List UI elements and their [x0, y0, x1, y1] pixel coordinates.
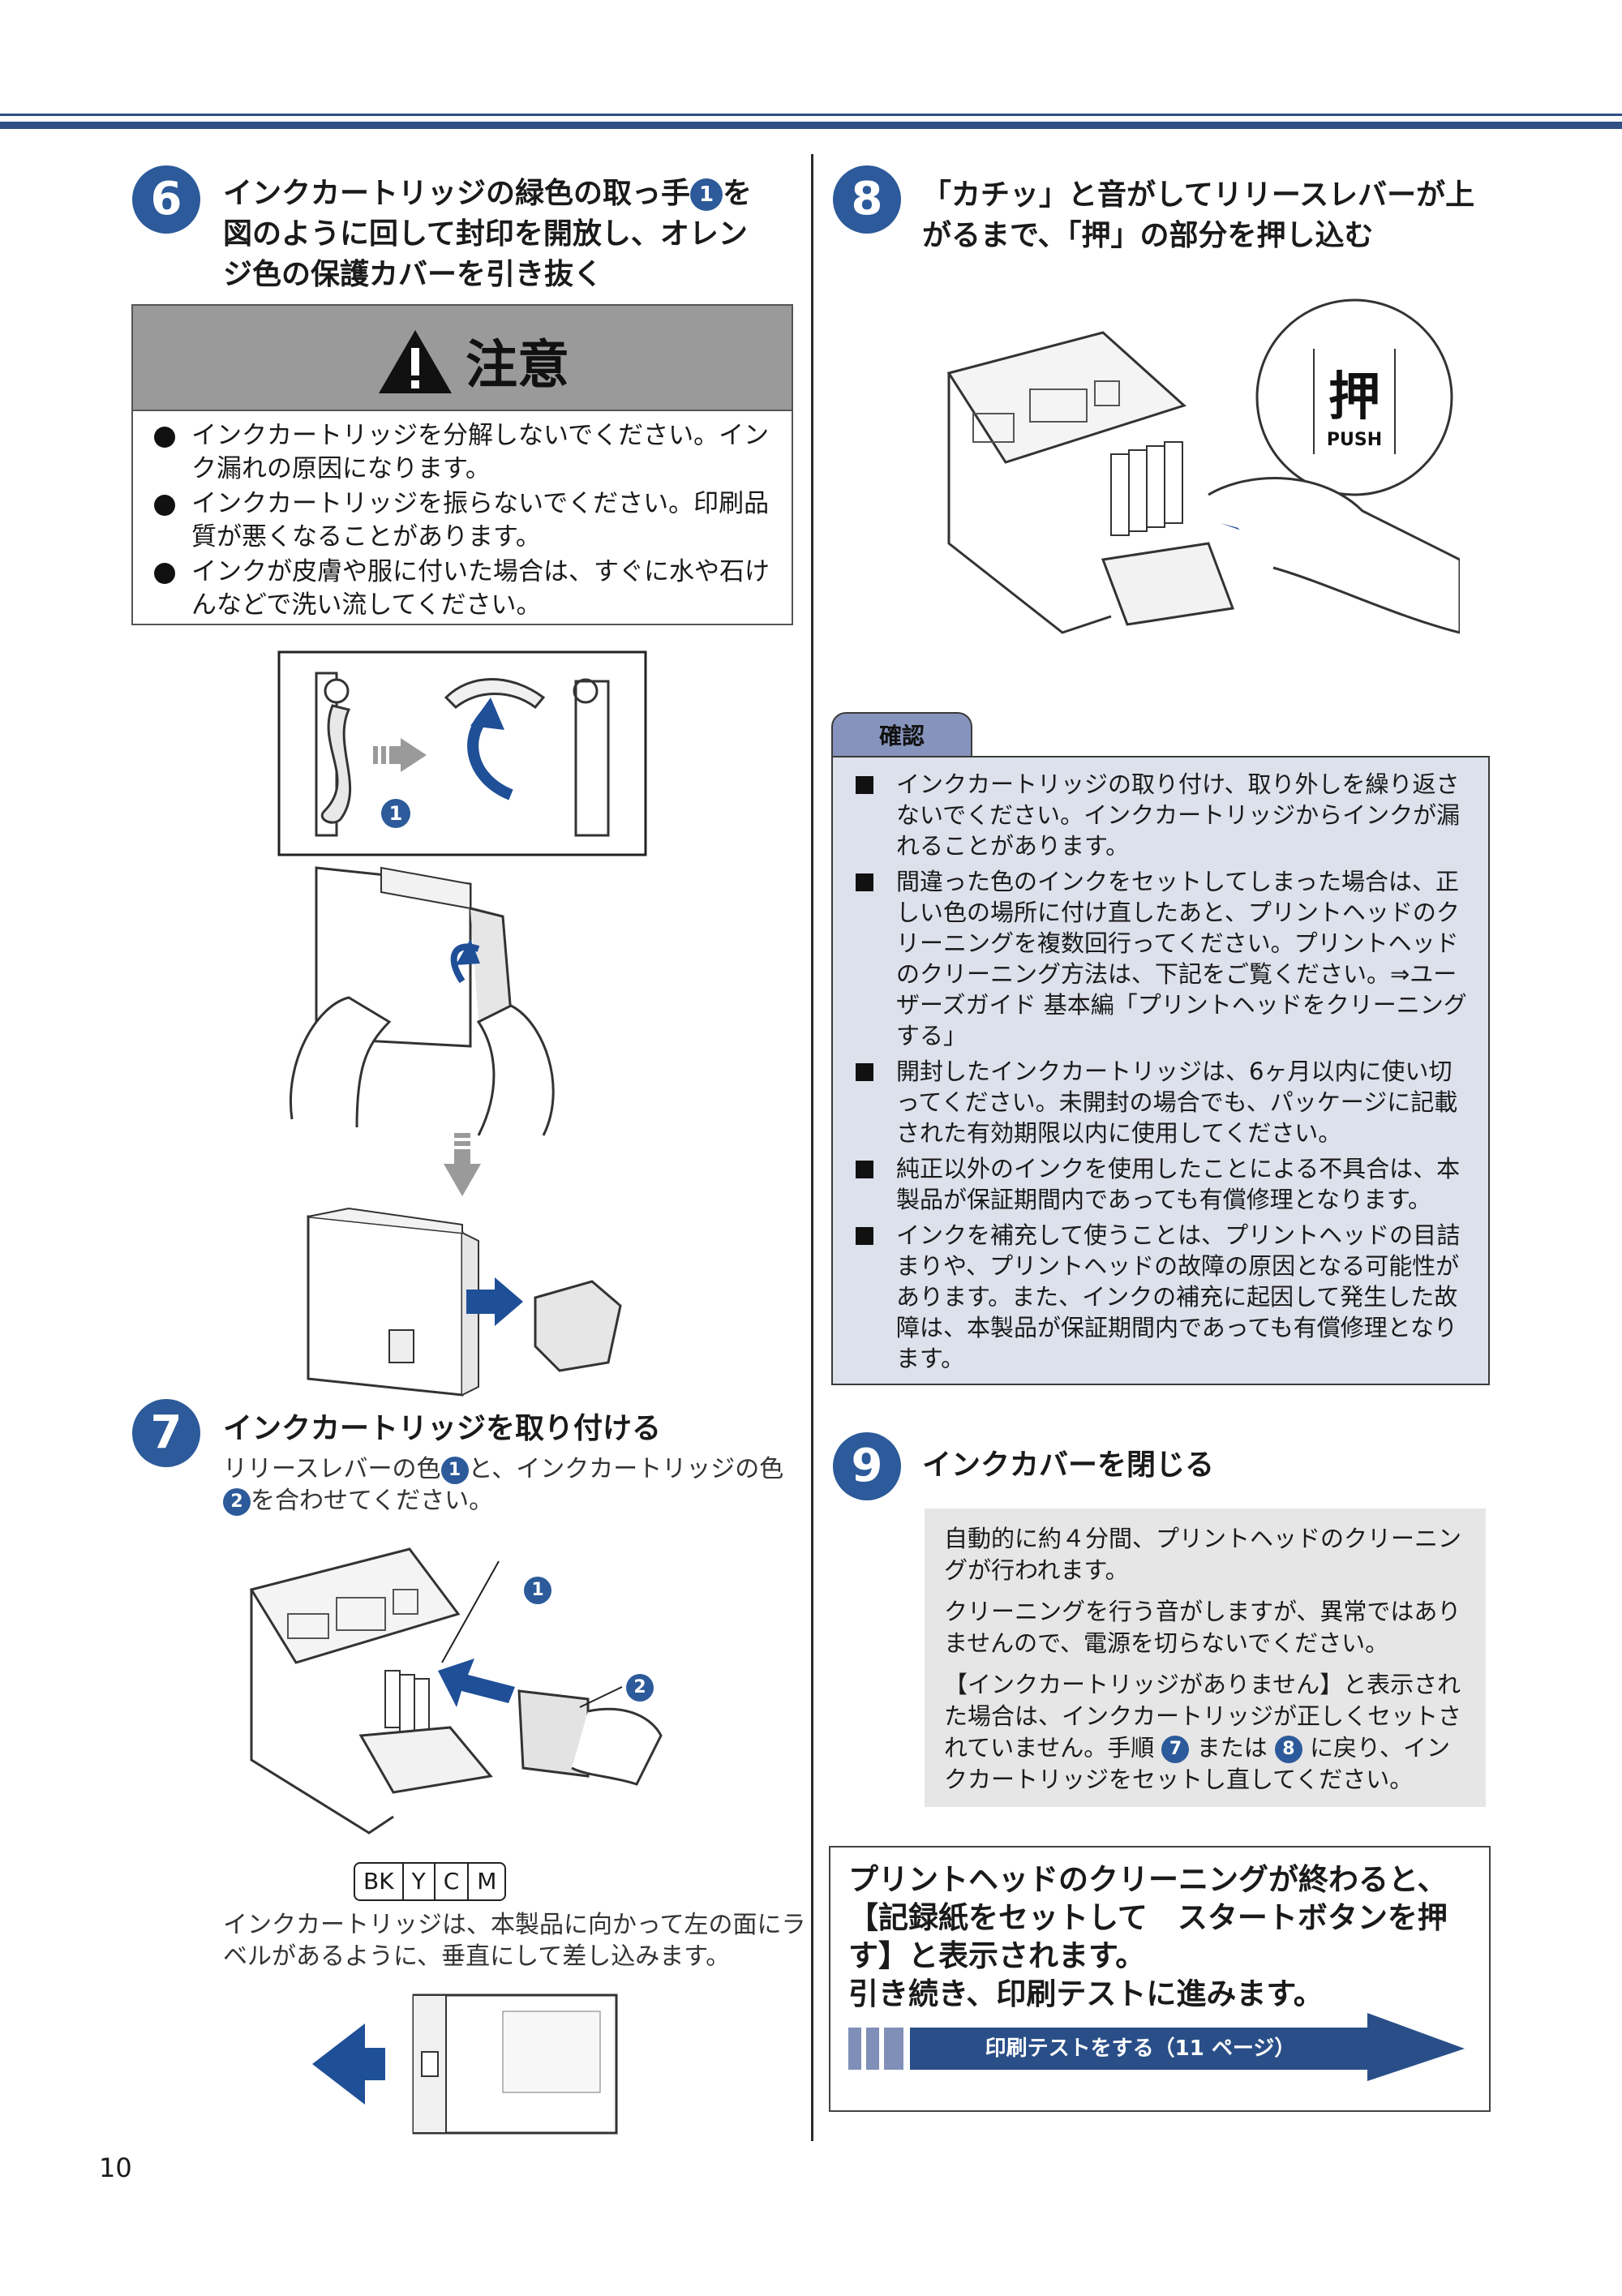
header-rule-thick: [0, 122, 1622, 129]
note-paragraph: クリーニングを行う音がしますが、異常ではありませんので、電源を切らないでください…: [944, 1598, 1461, 1657]
confirm-box: インクカートリッジの取り付け、取り外しを繰り返さないでください。インクカートリッ…: [831, 756, 1490, 1385]
warning-icon: [379, 330, 452, 393]
callout-2-icon: 2: [626, 1674, 654, 1702]
confirm-item: インクカートリッジの取り付け、取り外しを繰り返さないでください。インクカートリッ…: [849, 769, 1472, 861]
confirm-item: 間違った色のインクをセットしてしまった場合は、正しい色の場所に付け直したあと、プ…: [849, 866, 1472, 1051]
color-m: M: [477, 1868, 497, 1895]
color-c: C: [436, 1864, 470, 1899]
note-paragraph: 【インクカートリッジがありません】と表示された場合は、インクカートリッジが正しく…: [944, 1671, 1462, 1793]
print-test-link-label[interactable]: 印刷テストをする（11 ページ）: [985, 2036, 1296, 2061]
press-push-illustration: [946, 298, 1460, 634]
caution-box: 注意 インクカートリッジを分解しないでください。インク漏れの原因になります。 イ…: [131, 304, 793, 625]
arrow-banner-icon: [848, 2013, 1465, 2081]
caution-title: 注意: [466, 336, 569, 396]
callout-1-icon: 1: [524, 1577, 551, 1604]
next-step-text: プリントヘッドのクリーニングが終わると、 【記録紙をセットして スタートボタンを…: [848, 1862, 1448, 2011]
cartridge-orientation-note: インクカートリッジは、本製品に向かって左の面にラベルがあるように、垂直にして差し…: [223, 1911, 806, 1971]
callout-2-icon: 2: [223, 1488, 251, 1516]
confirm-tab: 確認: [831, 712, 972, 759]
step-8-ref-icon: 8: [1274, 1736, 1302, 1763]
callout-1-icon: 1: [381, 799, 410, 828]
print-test-link-button[interactable]: 印刷テストをする（11 ページ）: [848, 2013, 1465, 2081]
cartridge-insert-illustration: [249, 1547, 663, 1835]
step-8-title: 「カチッ」と音がしてリリースレバーが上 がるまで、「押」の部分を押し込む: [922, 178, 1475, 252]
color-y: Y: [404, 1864, 436, 1899]
callout-1-icon: 1: [440, 1457, 469, 1484]
next-step-box: プリントヘッドのクリーニングが終わると、 【記録紙をセットして スタートボタンを…: [829, 1846, 1491, 2112]
push-kanji-label: 押: [1328, 367, 1380, 427]
step-9-note: 自動的に約４分間、プリントヘッドのクリーニングが行われます。 クリーニングを行う…: [925, 1508, 1486, 1807]
ink-color-label: BK Y C M: [354, 1862, 507, 1901]
step-8-badge: 8: [833, 165, 901, 234]
caution-item: インクカートリッジを分解しないでください。インク漏れの原因になります。: [149, 419, 775, 486]
page-number: 10: [99, 2152, 132, 2183]
note-paragraph: 自動的に約４分間、プリントヘッドのクリーニングが行われます。: [944, 1525, 1462, 1584]
confirm-item: インクを補充して使うことは、プリントヘッドの目詰まりや、プリントヘッドの故障の原…: [849, 1220, 1472, 1374]
step-6-badge: 6: [132, 165, 200, 234]
step-9-badge: 9: [833, 1432, 901, 1500]
color-bk: BK: [355, 1864, 404, 1899]
callout-1-icon: 1: [690, 178, 723, 211]
down-arrow-icon: [444, 1133, 481, 1196]
column-divider: [811, 154, 813, 2141]
caution-item: インクが皮膚や服に付いた場合は、すぐに水や石けんなどで洗い流してください。: [149, 556, 775, 622]
cover-removal-illustration: [307, 1207, 622, 1397]
hands-cartridge-illustration: [290, 866, 555, 1136]
header-rule-thin: [0, 114, 1622, 116]
step-7-badge: 7: [132, 1399, 200, 1467]
step-9-title: インクカバーを閉じる: [922, 1448, 1215, 1482]
step-7-ref-icon: 7: [1161, 1736, 1190, 1763]
confirm-item: 開封したインクカートリッジは、6ヶ月以内に使い切ってください。未開封の場合でも、…: [849, 1056, 1472, 1148]
push-label: PUSH: [1326, 430, 1383, 450]
caution-header: 注意: [133, 306, 792, 411]
seal-rotation-illustration: [277, 650, 647, 856]
caution-item: インクカートリッジを振らないでください。印刷品質が悪くなることがあります。: [149, 487, 775, 554]
step-7-title: インクカートリッジを取り付ける: [223, 1412, 662, 1445]
cartridge-orientation-illustration: [312, 1993, 618, 2135]
confirm-item: 純正以外のインクを使用したことによる不具合は、本製品が保証期間内であっても有償修…: [849, 1153, 1472, 1215]
